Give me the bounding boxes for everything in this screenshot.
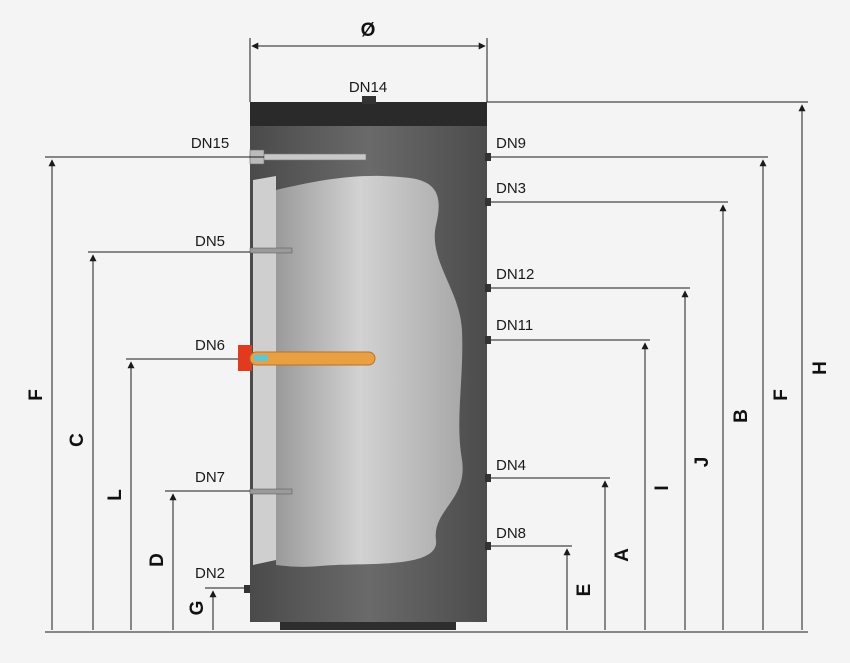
dim-label-f-left: F [26,389,47,401]
tank-top-cap [250,102,487,126]
dn3-nozzle [485,198,491,206]
dim-label-a: A [612,548,633,562]
heater-sensor [254,355,268,361]
tank-bottom-base [280,620,456,630]
dn4-nozzle [485,474,491,482]
right-side-nozzles [485,153,491,550]
dim-label-c: C [67,433,88,447]
dn12-nozzle [485,284,491,292]
dn7-pipe [249,488,293,495]
nozzle-label-dn9: DN9 [496,135,526,152]
dn11-nozzle [485,336,491,344]
dim-label-g: G [187,601,208,616]
diameter-label: Ø [361,20,376,41]
tank-top-nozzle [362,96,376,104]
nozzle-labels: DN14 DN15 DN5 DN6 DN7 DN2 DN9 DN3 DN12 D… [45,79,768,589]
dim-label-j: J [692,457,713,468]
nozzle-label-dn4: DN4 [496,457,526,474]
dim-label-f-right: F [771,389,792,401]
dim-label-l: L [105,489,126,501]
nozzle-label-dn14: DN14 [349,79,387,96]
nozzle-label-dn15: DN15 [191,135,229,152]
nozzle-label-dn8: DN8 [496,525,526,542]
tank-liner-cutaway [253,176,276,565]
dn2-nozzle [244,585,250,593]
diameter-dimension: Ø [249,20,488,102]
dn15-pipe [249,153,367,161]
dn5-pipe [249,247,293,254]
nozzle-label-dn11: DN11 [496,317,533,334]
dn8-nozzle [485,542,491,550]
left-dimensions: F C L D G [26,159,217,630]
dim-label-d: D [147,553,168,567]
dim-label-h: H [810,361,831,375]
internal-fittings [238,149,491,593]
nozzle-label-dn3: DN3 [496,180,526,197]
nozzle-label-dn7: DN7 [195,469,225,486]
dim-label-e: E [574,584,595,597]
nozzle-label-dn6: DN6 [195,337,225,354]
dn9-nozzle [485,153,491,161]
nozzle-label-dn12: DN12 [496,266,534,283]
tank-cutaway-inner [276,175,463,567]
dim-label-b: B [731,409,752,423]
dim-label-i: I [652,485,673,490]
nozzle-label-dn5: DN5 [195,233,225,250]
heater-flange [238,345,252,371]
right-dimensions: E A I J B F H [563,104,831,630]
heater-element [249,351,376,366]
nozzle-label-dn2: DN2 [195,565,225,582]
